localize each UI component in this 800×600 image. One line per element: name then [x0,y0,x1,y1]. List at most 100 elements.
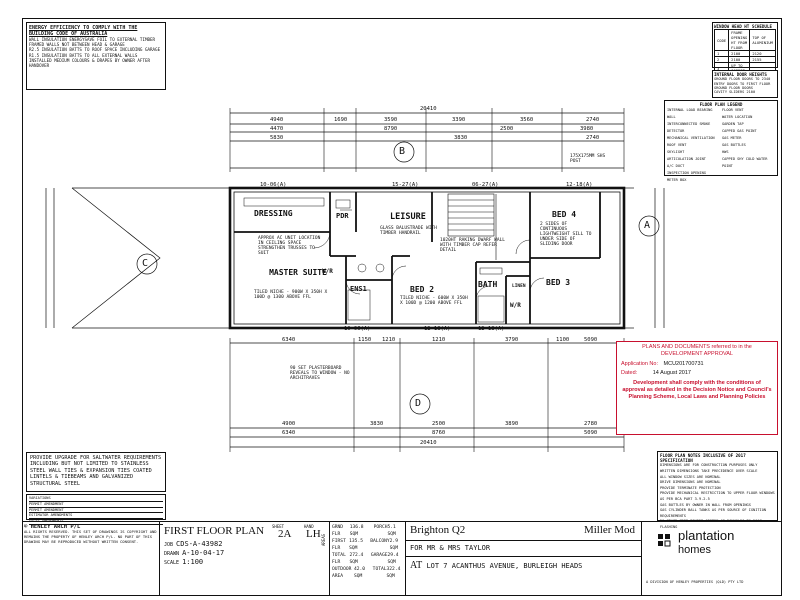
area-value: 29.4 SQM [387,553,399,565]
sheet-number: 2A [278,528,292,540]
drawn-label: DRAWN [164,551,180,557]
approval-body: Development shall comply with the condit… [622,380,772,400]
job-row: JOB CDS-A-43982 [164,540,325,549]
energy-line: R1.5 INSULATION BATTS TO ALL EXTERNAL WA… [29,52,138,58]
dim-bot: 5090 [584,337,598,343]
dim-top3: 2740 [586,135,600,141]
hand-label: HAND [304,524,314,529]
dim-bot: 3790 [505,337,519,343]
area-value: 5.1 SQM [387,525,396,537]
dim-bot: 6340 [282,337,296,343]
legend-item: METER BOX [667,178,687,183]
plan-title-cell: FIRST FLOOR PLAN JOB CDS-A-43982 DRAWN A… [160,522,330,596]
dim-top2: 4470 [270,126,284,132]
dim-top: 2740 [586,117,600,123]
marker-c: C [142,258,149,269]
energy-line: INSTALLED MEDIUM COLOURS & DRAPES BY OWN… [29,57,151,69]
marker-a: A [644,220,651,231]
floor-plan-legend: FLOOR PLAN LEGEND INTERNAL LOAD BEARING … [664,100,778,182]
note-ac-unit: APPROX AC UNIT LOCATION IN CEILING SPACE… [258,236,321,256]
note-ens-niche: TILED NICHE - 600W X 350H X 100D @ 1200 … [400,296,468,306]
approval-heading: PLANS AND DOCUMENTS referred to in the D… [642,344,752,357]
window-code: 12-18(A) [566,182,593,188]
note-balustrade: GLASS BALUSTRADE WITH TIMBER HANDRAIL [380,226,437,236]
window-code: 12-18(A) [424,326,451,332]
floor-note: GAS CYLINDER BALL TANKS AS PER SOURCE OF… [660,508,767,518]
dim-bot: 1210 [382,337,396,343]
legend-item: FLOOR VENT [722,108,744,113]
room-wir-bed3: W/R [510,302,521,309]
section-marker-b [393,141,415,163]
brand-small: A DIVISION OF HENLEY PROPERTIES (QLD) PT… [646,580,744,584]
scale-label: SCALE [164,560,180,566]
dim-bot-total: 20410 [420,440,437,446]
dim-top: 3390 [452,117,466,123]
dim-bot3: 6340 [282,430,296,436]
window-code: 10-06(A) [344,326,371,332]
room-ensuite: ENS1 [350,285,367,293]
area-label: TOTAL [372,567,387,572]
brand-sub: homes [678,544,712,556]
dim-top2: 3980 [580,126,594,132]
client-row: FOR MR & MRS TAYLOR [410,544,490,552]
area-value: 322.4 SQM [386,567,401,579]
area-label: TOTAL FLR [332,553,346,565]
approval-app-no: MCU201700731 [663,361,704,367]
approval-date-label: Dated: [621,370,638,376]
copyright-heading: © HENLEY ARCH P/L [24,524,81,530]
design-mod: Miller Mod [583,524,635,536]
legend-item: INSPECTION OPENING [667,171,706,176]
legend-item: ARTICULATION JOINT [667,157,706,162]
floor-note: PROVIDE MECHANICAL RESTRICTION TO UPPER … [660,491,775,501]
room-master-suite: MASTER SUITE [269,268,327,277]
note-master-niche: TILED NICHE - 900W X 350H X 100D @ 1300 … [254,290,328,300]
room-wir-master: W/R [322,268,333,275]
internal-heights-title: INTERNAL DOOR HEIGHTS [714,72,767,77]
legend-item: ROOF VENT [667,143,687,148]
dim-bot3: 8760 [432,430,446,436]
project-cell: Brighton Q2 Miller Mod FOR MR & MRS TAYL… [406,522,642,596]
scale-value: 1:100 [182,558,204,566]
dim-bot2: 2780 [584,421,598,427]
approval-date: 14 August 2017 [652,370,691,376]
energy-title: ENERGY EFFICIENCY TO COMPLY WITH THE BUI… [29,25,138,37]
legend-item: INTERCONNECTED SMOKE DETECTOR [667,122,711,134]
dim-top2: 2500 [500,126,514,132]
amendment-row: ESTIMATOR AMENDMENTS [29,513,163,520]
dim-top: 1690 [334,117,348,123]
dim-bot2: 3830 [370,421,384,427]
dim-top: 3560 [520,117,534,123]
legend-item: CAPPED SHY COLD WATER POINT [722,157,768,169]
window-code: 06-27(A) [472,182,499,188]
note-shs-post: 175X175MM SHS POST [570,154,606,164]
dim-top3: 3830 [454,135,468,141]
legend-item: HWS [722,150,729,155]
dim-top-total: 20410 [420,106,437,112]
floor-note: GAS BOTTLES BY OWNER IN WALL FROM OPENIN… [660,502,751,507]
job-number: CDS-A-43982 [176,540,223,548]
room-linen: LINEN [512,284,526,289]
internal-heights-line: GROUND FLOOR DOORS [714,86,753,91]
areas-label: AREAS [321,533,326,546]
copyright-cell: © HENLEY ARCH P/L ALL RIGHTS RESERVED. T… [22,522,160,596]
design-name: Brighton Q2 [410,524,466,536]
area-label: FIRST FLR [332,539,346,551]
for-label: FOR [410,544,423,552]
dim-top2: 8790 [384,126,398,132]
approval-stamp: PLANS AND DOCUMENTS referred to in the D… [616,341,778,435]
hand-value: LH [306,528,321,540]
area-value: 42.0 SQM [354,567,366,579]
floor-note: ALL WINDOW SIZES ARE NOMINAL [660,474,721,479]
section-marker-d [409,393,431,415]
legend-item: A/C DUCT [667,164,685,169]
dim-bot: 1100 [556,337,570,343]
room-bed4: BED 4 [552,210,577,219]
copyright-text: ALL RIGHTS RESERVED. THIS SET OF DRAWING… [24,529,157,544]
at-label: AT [410,560,423,571]
site-address: LOT 7 ACANTHUS AVENUE, BURLEIGH HEADS [426,562,583,570]
